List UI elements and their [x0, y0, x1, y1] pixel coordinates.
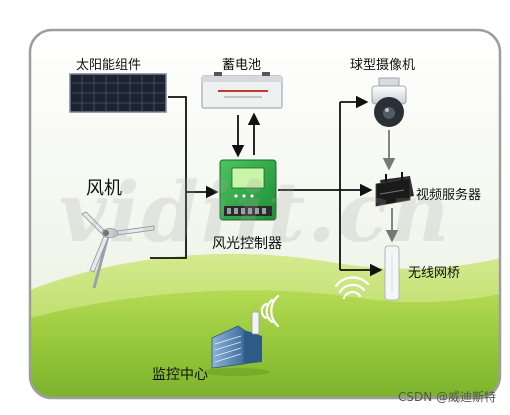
diagram-frame — [28, 28, 502, 400]
video-server-icon — [375, 172, 414, 207]
building-icon — [202, 311, 270, 376]
label-monitor-center: 监控中心 — [152, 367, 208, 383]
label-wind-turbine: 风机 — [86, 178, 122, 199]
solar-panel-icon — [69, 73, 167, 113]
battery-icon — [201, 72, 283, 109]
label-video-server: 视频服务器 — [416, 188, 482, 203]
label-controller: 风光控制器 — [212, 236, 282, 252]
label-dome-camera: 球型摄像机 — [350, 58, 416, 73]
credit-text: CSDN @威迪斯特 — [397, 390, 496, 404]
connector-solar — [168, 96, 187, 192]
controller-icon — [219, 159, 277, 221]
wireless-bridge-icon — [384, 245, 400, 301]
signal-lines — [382, 130, 399, 243]
label-battery: 蓄电池 — [222, 58, 262, 73]
wifi-signal-icon — [334, 276, 370, 300]
wifi-signal-icon — [260, 294, 280, 328]
connector-wind — [150, 192, 187, 259]
connector-lines — [150, 95, 383, 277]
watermark-text: vidiit.cn — [58, 165, 452, 261]
label-solar-panel: 太阳能组件 — [76, 58, 142, 73]
dome-camera-icon — [371, 77, 407, 127]
label-wireless-bridge: 无线网桥 — [408, 266, 461, 281]
wind-turbine-icon — [81, 211, 155, 289]
